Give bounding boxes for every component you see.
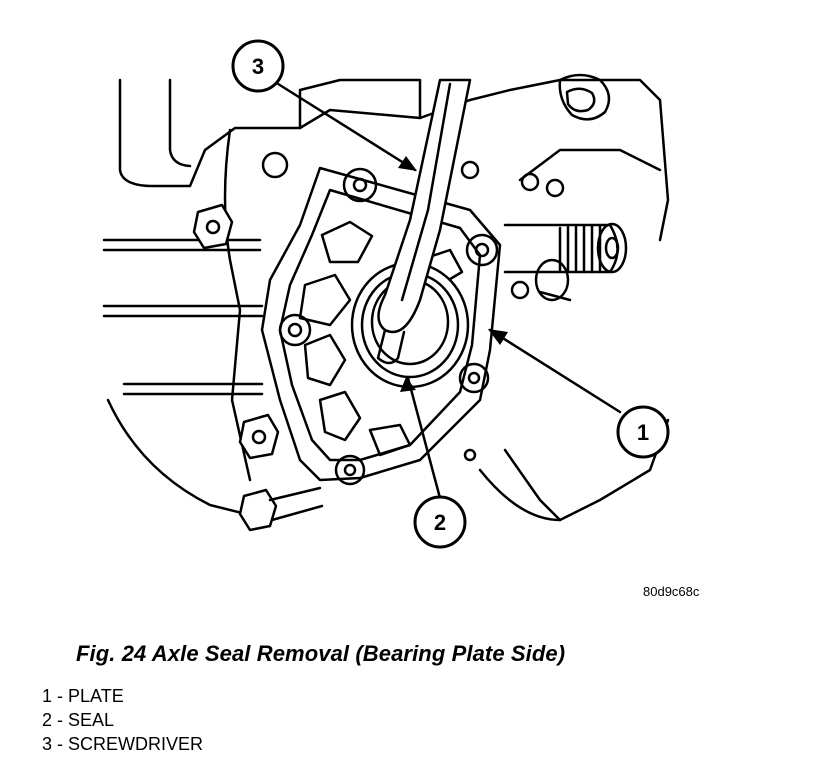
bolt	[342, 167, 378, 203]
callout-1-leader	[488, 328, 622, 414]
legend-item-plate: 1 - PLATE	[42, 686, 124, 706]
bolt	[334, 454, 366, 486]
callout-2: 2	[413, 495, 467, 549]
case-bolt	[192, 203, 234, 250]
axle-shaft	[503, 222, 628, 302]
callout-1-number: 1	[637, 420, 649, 445]
legend: 1 - PLATE 2 - SEAL 3 - SCREWDRIVER	[42, 684, 203, 756]
bolt	[465, 233, 499, 267]
bolt	[278, 313, 312, 347]
legend-item-seal: 2 - SEAL	[42, 710, 115, 730]
callout-2-leader	[406, 376, 442, 500]
transaxle-case	[102, 73, 670, 522]
axle-seal-removal-illustration: 1 2 3	[102, 39, 670, 549]
figure-code: 80d9c68c	[643, 584, 700, 599]
callout-3: 3	[231, 39, 285, 93]
case-bolt	[238, 486, 324, 532]
screwdriver	[376, 78, 472, 365]
legend-item-screwdriver: 3 - SCREWDRIVER	[42, 734, 204, 754]
bolt	[458, 362, 490, 394]
case-bolt	[238, 413, 280, 460]
callout-3-number: 3	[252, 54, 264, 79]
callout-1: 1	[616, 405, 670, 459]
figure-caption: Fig. 24 Axle Seal Removal (Bearing Plate…	[76, 641, 566, 666]
callout-3-leader	[273, 80, 417, 172]
callout-2-number: 2	[434, 510, 446, 535]
